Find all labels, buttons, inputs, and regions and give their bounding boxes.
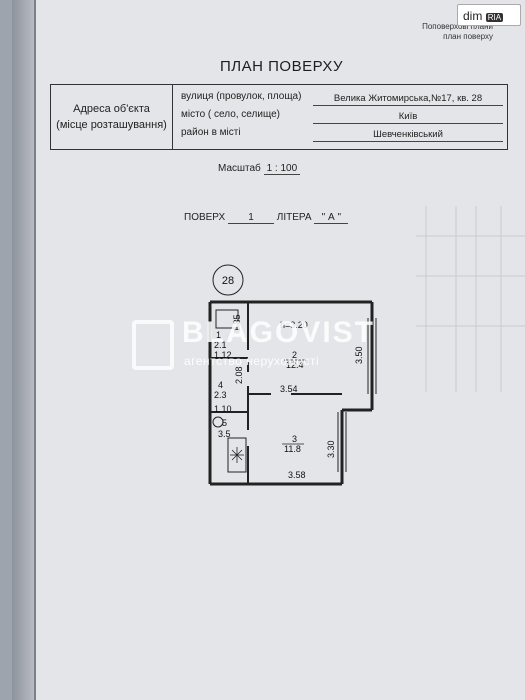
scale-line: Масштаб 1 : 100: [218, 163, 301, 175]
site-badge-ria: RIA: [485, 13, 504, 22]
page-title: ПЛАН ПОВЕРХУ: [220, 58, 343, 75]
fixture-icon: [230, 447, 244, 463]
apartment-number-circle: [212, 264, 244, 296]
dimension-112: 1.12: [214, 350, 232, 360]
room-2-number: 2: [292, 350, 297, 360]
room-1-number: 1: [216, 330, 221, 340]
background-faint-lines: [416, 206, 525, 392]
floor-line: ПОВЕРХ 1 ЛІТЕРА " А ": [184, 212, 349, 224]
page-edge: [12, 0, 34, 700]
dimension-110: 1.10: [214, 404, 232, 414]
floor-plan-drawing: 28: [208, 264, 377, 486]
address-table: Адреса об'єкта (місце розташування) вули…: [50, 84, 508, 150]
floor-value: 1: [227, 212, 274, 224]
letter-value: " А ": [314, 212, 349, 224]
header-note: Поповерхові плани план поверху: [422, 22, 493, 42]
address-label-cell: Адреса об'єкта (місце розташування): [51, 85, 173, 149]
address-label-line1: Адреса об'єкта: [73, 103, 150, 115]
district-label: район в місті: [181, 127, 241, 138]
outer-walls: [208, 300, 374, 486]
dimension-350: 3.50: [354, 346, 364, 364]
room-1-area: 2.1: [214, 340, 227, 350]
scale-value: 1 : 100: [263, 163, 301, 175]
dimension-354: 3.54: [280, 384, 298, 394]
door-openings: [246, 372, 291, 446]
closet-box: [215, 309, 239, 329]
street-value: Велика Житомирська,№17, кв. 28: [313, 93, 503, 106]
city-value: Київ: [313, 111, 503, 124]
room-5-number: 5: [222, 418, 227, 428]
district-value: Шевченківський: [313, 129, 503, 142]
watermark-logo-icon: [132, 320, 174, 370]
site-badge: dim RIA: [457, 4, 521, 26]
floor-label: ПОВЕРХ: [184, 212, 226, 223]
apartment-number: 28: [222, 275, 234, 287]
sink-icon: [212, 416, 224, 428]
floor-plan: 28: [176, 262, 416, 527]
room-5-area: 3.5: [218, 429, 231, 439]
scale-label: Масштаб: [218, 163, 261, 174]
header-note-line1: Поповерхові плани: [422, 22, 493, 31]
address-label-line2: (місце розташування): [56, 119, 167, 131]
header-note-line2: план поверху: [443, 32, 493, 41]
street-label: вулиця (провулок, площа): [181, 91, 302, 102]
dimension-358: 3.58: [288, 470, 306, 480]
window-marks: [337, 318, 377, 472]
dimension-208: 2.08: [234, 366, 244, 384]
dimension-330: 3.30: [326, 440, 336, 458]
site-badge-dim: dim: [463, 9, 483, 23]
room-2-area: 12.4: [286, 360, 304, 370]
letter-label: ЛІТЕРА: [276, 212, 312, 223]
room-4-area: 2.3: [214, 390, 227, 400]
ceiling-height: h=3.20: [280, 320, 308, 330]
room-3-number: 3: [292, 434, 297, 444]
room-4-number: 4: [218, 380, 223, 390]
stove-box: [227, 437, 247, 473]
city-label: місто ( село, селище): [181, 109, 280, 120]
room-3-area: 11.8: [284, 444, 301, 454]
document-page: Поповерхові плани план поверху ПЛАН ПОВЕ…: [34, 0, 525, 700]
dimension-185: 1.85: [232, 314, 242, 332]
area-underlines: [282, 359, 306, 445]
